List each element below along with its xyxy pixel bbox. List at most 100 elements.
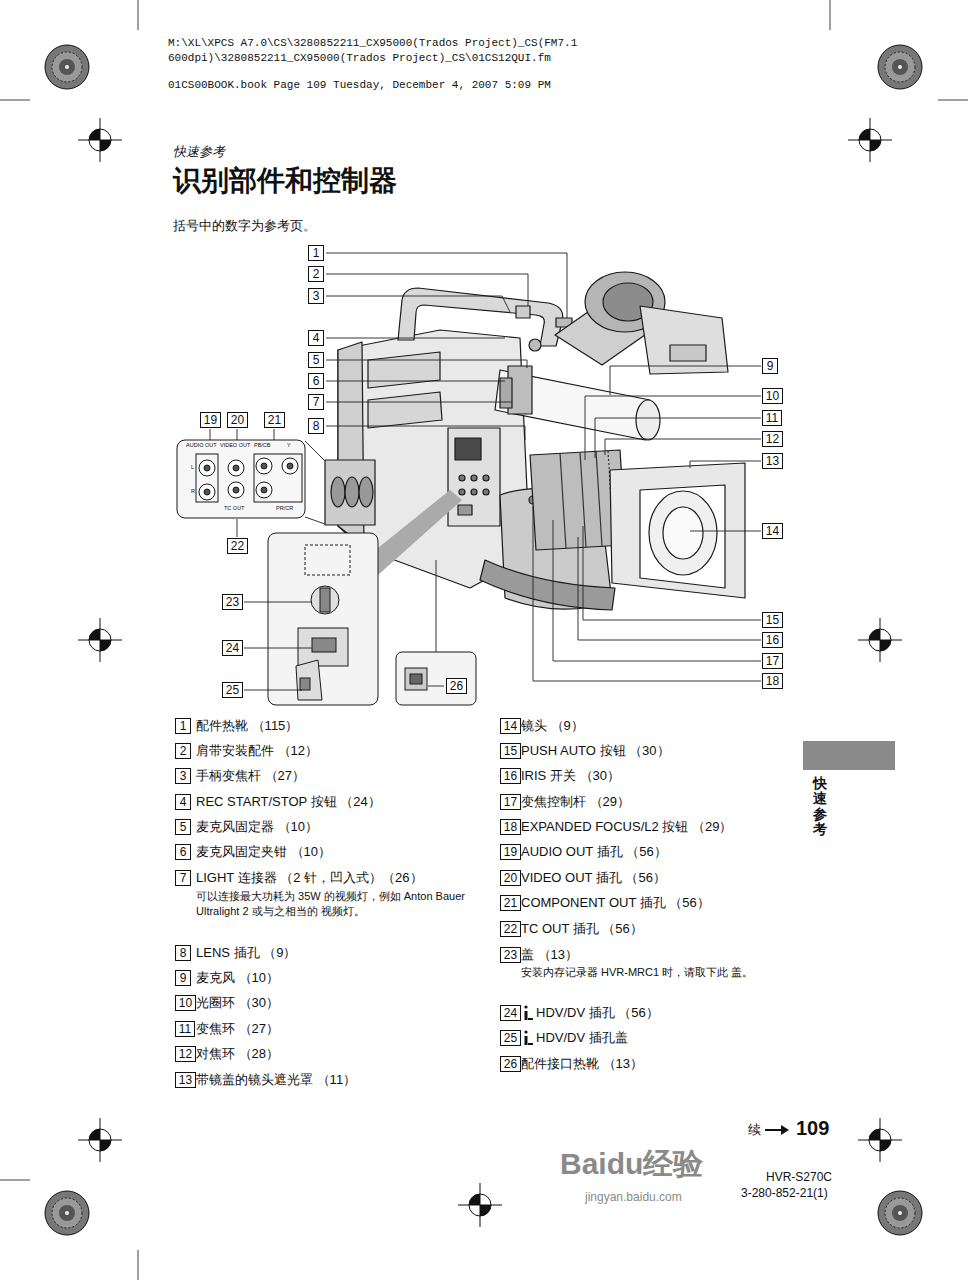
- part-description: 变焦控制杆 （29）: [521, 793, 630, 811]
- model-number: HVR-S270C: [766, 1168, 832, 1186]
- list-number: 25: [500, 1030, 521, 1046]
- part-description: 镜头 （9）: [521, 717, 584, 735]
- book-info: 01CS00BOOK.book Page 109 Tuesday, Decemb…: [168, 76, 551, 94]
- callout-text: 7: [180, 871, 187, 885]
- callout-number: 26: [446, 678, 467, 694]
- list-number: 15: [500, 743, 521, 759]
- part-description: HDV/DV 插孔盖: [536, 1029, 628, 1047]
- list-number: 11: [175, 1021, 195, 1037]
- file-path: M:\XL\XPCS A7.0\CS\3280852211_CX95000(Tr…: [168, 36, 623, 66]
- callout-text: 6: [180, 845, 187, 859]
- callout-text: 23: [226, 595, 239, 609]
- callout-number: 18: [762, 673, 783, 689]
- callout-text: 9: [767, 359, 774, 373]
- callout-number: 13: [762, 453, 783, 469]
- callout-text: 16: [766, 633, 779, 647]
- callout-text: 25: [226, 683, 239, 697]
- list-number: 18: [500, 819, 521, 835]
- list-number: 7: [175, 870, 191, 886]
- list-number: 2: [175, 743, 191, 759]
- callout-number: 25: [222, 682, 243, 698]
- callout-text: 17: [504, 795, 517, 809]
- callout-text: 20: [231, 413, 244, 427]
- callout-text: 8: [180, 946, 187, 960]
- part-description: 盖 （13）: [521, 946, 578, 964]
- callout-text: 6: [313, 374, 320, 388]
- part-description: HDV/DV 插孔 （56）: [536, 1004, 659, 1022]
- callout-text: 19: [204, 413, 217, 427]
- page-number: 109: [796, 1116, 829, 1140]
- list-number: 17: [500, 794, 521, 810]
- list-number: 24: [500, 1005, 521, 1021]
- part-description: IRIS 开关 （30）: [521, 767, 620, 785]
- list-number: 1: [175, 718, 191, 734]
- list-number: 14: [500, 718, 521, 734]
- part-description: 麦克风 （10）: [196, 969, 279, 987]
- callout-text: 25: [504, 1031, 517, 1045]
- list-number: 4: [175, 794, 191, 810]
- callout-text: 19: [504, 845, 517, 859]
- callout-text: 26: [450, 679, 463, 693]
- callout-number: 8: [308, 418, 324, 434]
- callout-text: 13: [179, 1073, 192, 1087]
- callout-text: 22: [504, 922, 517, 936]
- continued-mark: 续: [748, 1121, 761, 1139]
- callout-text: 10: [179, 996, 192, 1010]
- callout-number: 16: [762, 632, 783, 648]
- callout-text: 9: [180, 971, 187, 985]
- section-name: 快速参考: [173, 143, 225, 161]
- callout-text: 5: [313, 353, 320, 367]
- callout-text: 5: [180, 820, 187, 834]
- list-number: 23: [500, 947, 521, 963]
- jack-label: AUDIO OUT: [186, 442, 217, 449]
- part-description: 手柄变焦杆 （27）: [196, 767, 305, 785]
- jack-label: R: [191, 488, 195, 495]
- callout-number: 19: [200, 412, 221, 428]
- callout-text: 3: [313, 289, 320, 303]
- callout-text: 14: [504, 719, 517, 733]
- list-number: 5: [175, 819, 191, 835]
- callout-text: 20: [504, 871, 517, 885]
- callout-number: 20: [227, 412, 248, 428]
- callout-number: 9: [762, 358, 778, 374]
- callout-number: 2: [308, 266, 324, 282]
- callout-text: 8: [313, 419, 320, 433]
- doc-number: 3-280-852-21(1): [741, 1184, 828, 1202]
- callout-number: 10: [762, 388, 783, 404]
- list-number: 22: [500, 921, 521, 937]
- list-number: 10: [175, 995, 196, 1011]
- callout-number: 5: [308, 352, 324, 368]
- list-number: 6: [175, 844, 191, 860]
- callout-number: 6: [308, 373, 324, 389]
- jack-label: PB/CB: [254, 442, 271, 449]
- side-tab: 快速参考: [813, 776, 827, 838]
- callout-number: 17: [762, 653, 783, 669]
- callout-text: 21: [504, 896, 517, 910]
- callout-text: 1: [313, 246, 320, 260]
- intro-note: 括号中的数字为参考页。: [173, 217, 316, 235]
- callout-text: 7: [313, 395, 320, 409]
- part-description: LENS 插孔 （9）: [196, 944, 296, 962]
- callout-number: 23: [222, 594, 243, 610]
- watermark: jingyan.baidu.com: [585, 1188, 682, 1206]
- part-description: 变焦环 （27）: [196, 1020, 279, 1038]
- watermark: Baidu经验: [560, 1146, 703, 1182]
- callout-text: 24: [504, 1006, 517, 1020]
- callout-text: 1: [180, 719, 187, 733]
- callout-number: 22: [227, 538, 248, 554]
- callout-text: 2: [180, 744, 187, 758]
- part-note: 安装内存记录器 HVR-MRC1 时，请取下此 盖。: [521, 965, 786, 980]
- part-description: 麦克风固定夹钳 （10）: [196, 843, 331, 861]
- callout-text: 18: [766, 674, 779, 688]
- list-number: 3: [175, 768, 191, 784]
- callout-text: 4: [313, 331, 320, 345]
- list-number: 19: [500, 844, 521, 860]
- part-description: COMPONENT OUT 插孔 （56）: [521, 894, 710, 912]
- callout-text: 15: [504, 744, 517, 758]
- callout-number: 15: [762, 612, 783, 628]
- callout-number: 7: [308, 394, 324, 410]
- callout-text: 10: [766, 389, 779, 403]
- part-description: PUSH AUTO 按钮 （30）: [521, 742, 670, 760]
- list-number: 26: [500, 1056, 521, 1072]
